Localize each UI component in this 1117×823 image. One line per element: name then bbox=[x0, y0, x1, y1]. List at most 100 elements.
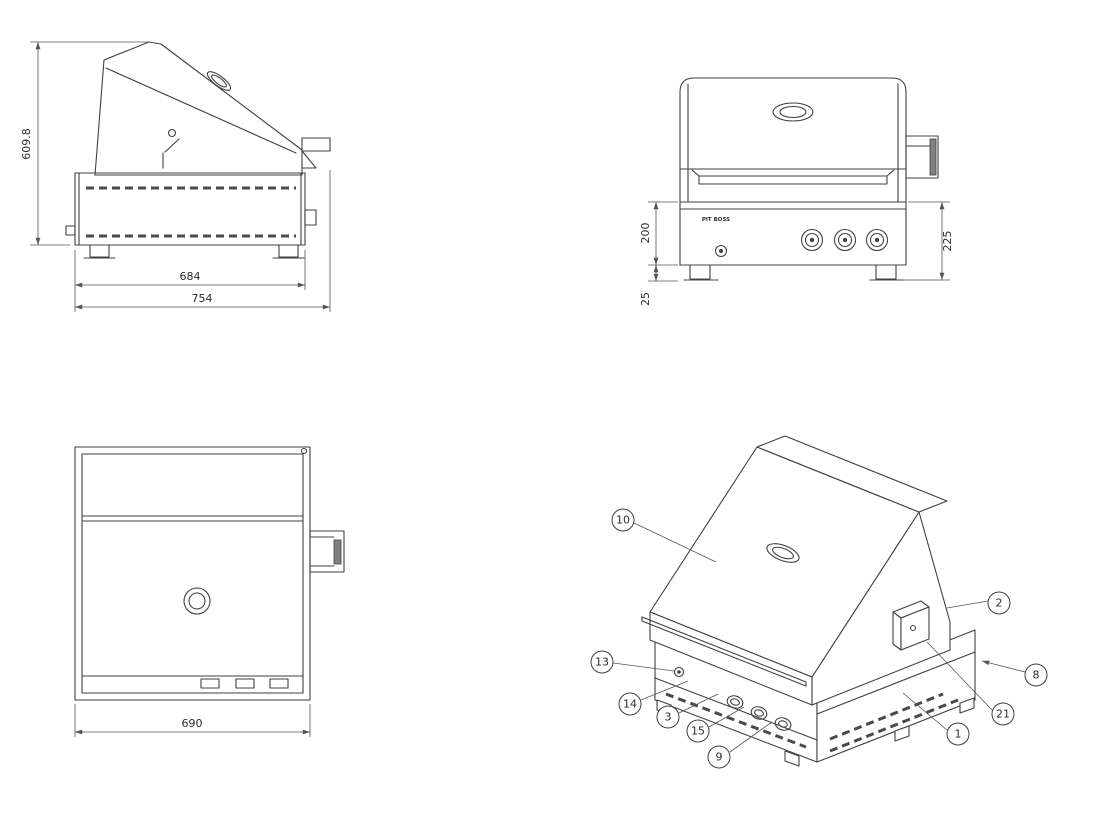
side-view-handle-bracket bbox=[301, 137, 331, 169]
front-view: PIT BOSS 200 25 bbox=[639, 77, 954, 306]
handle-bracket bbox=[301, 137, 331, 152]
dim-inner-width-label: 684 bbox=[180, 270, 201, 283]
vent-row-right-iso-1 bbox=[829, 698, 959, 753]
lid-logo-inner bbox=[779, 105, 807, 119]
lid-logo-iso bbox=[766, 543, 800, 563]
motor-button bbox=[909, 624, 917, 632]
front-view-hood bbox=[679, 77, 907, 203]
hood-cap bbox=[206, 71, 232, 91]
hood-cap-inner bbox=[211, 74, 227, 88]
burner-knob-1 bbox=[800, 228, 824, 252]
lid-logo-top-inner bbox=[188, 592, 206, 610]
callout-1: 1 bbox=[902, 692, 970, 746]
callout-10: 10 bbox=[611, 508, 717, 563]
hood-handle bbox=[698, 175, 888, 185]
callout-15-label: 15 bbox=[691, 725, 705, 738]
igniter-button-iso bbox=[673, 666, 685, 678]
callout-2-label: 2 bbox=[996, 597, 1003, 610]
top-view-panel-edge bbox=[81, 675, 304, 689]
top-view-motor-bracket bbox=[309, 530, 345, 573]
iso-callouts: 10 2 8 21 1 bbox=[590, 508, 1048, 769]
callout-21: 21 bbox=[926, 641, 1015, 726]
hood-outline bbox=[94, 41, 303, 176]
lid-logo bbox=[772, 102, 814, 122]
hood-inner-seam bbox=[105, 67, 297, 154]
brand-logo-text: PIT BOSS bbox=[702, 217, 730, 223]
igniter-button bbox=[714, 244, 728, 258]
side-view-hood bbox=[94, 41, 303, 176]
iso-hood bbox=[641, 435, 951, 706]
top-inner-outline bbox=[81, 453, 304, 694]
hood-handle-iso bbox=[641, 616, 807, 687]
hood-front-wall bbox=[649, 611, 813, 706]
dim-width-label: 690 bbox=[182, 717, 203, 730]
handle-brace bbox=[301, 150, 317, 169]
callout-13-label: 13 bbox=[595, 656, 609, 669]
side-view-dimensions: 609.8 684 754 bbox=[20, 41, 331, 312]
motor-box bbox=[905, 135, 939, 179]
hood-outline bbox=[679, 77, 907, 203]
motor-bracket-switch bbox=[333, 539, 342, 565]
dim-side-height-label: 225 bbox=[941, 231, 954, 252]
side-view: 609.8 684 754 bbox=[20, 41, 331, 312]
body-right-seam bbox=[816, 651, 976, 715]
top-view: 690 bbox=[74, 446, 345, 737]
side-view-firebox bbox=[65, 172, 317, 259]
igniter-button-center bbox=[719, 249, 723, 253]
callout-21-label: 21 bbox=[996, 708, 1010, 721]
lid-logo-iso-inner bbox=[772, 546, 794, 560]
top-view-dimensions: 690 bbox=[74, 704, 311, 737]
iso-knob-2 bbox=[750, 706, 768, 720]
front-view-dimensions: 200 25 225 bbox=[639, 201, 954, 306]
top-outline bbox=[74, 446, 311, 701]
panel-outline bbox=[679, 201, 907, 266]
callout-8-label: 8 bbox=[1033, 669, 1040, 682]
side-knob bbox=[304, 209, 317, 226]
knob-top-2 bbox=[235, 678, 255, 689]
hood-top-ridge bbox=[756, 435, 948, 513]
foot-right bbox=[278, 244, 299, 258]
iso-foot-2 bbox=[784, 750, 800, 767]
foot-left bbox=[89, 244, 110, 258]
foot-right bbox=[875, 264, 897, 280]
dim-panel-height-label: 200 bbox=[639, 223, 652, 244]
firebox-outline bbox=[74, 172, 306, 246]
front-view-control-panel: PIT BOSS bbox=[679, 201, 907, 281]
callout-3-label: 3 bbox=[665, 711, 672, 724]
callout-14-label: 14 bbox=[623, 698, 637, 711]
panel-bottom-seam bbox=[654, 677, 818, 741]
iso-knob-3 bbox=[774, 717, 792, 731]
knob-top-3 bbox=[269, 678, 289, 689]
callout-15: 15 bbox=[686, 706, 745, 743]
motor-bracket bbox=[309, 530, 345, 573]
probe-port bbox=[300, 447, 308, 455]
vent-row-right-iso-2 bbox=[829, 692, 944, 741]
iso-knob-1 bbox=[726, 695, 744, 709]
callout-9-label: 9 bbox=[716, 751, 723, 764]
burner-knob-2 bbox=[833, 228, 857, 252]
gas-valve bbox=[65, 225, 76, 236]
knob-top-1 bbox=[200, 678, 220, 689]
callout-8: 8 bbox=[981, 660, 1048, 687]
callout-14: 14 bbox=[618, 680, 689, 716]
callout-3: 3 bbox=[656, 693, 719, 729]
burner-knob-3 bbox=[865, 228, 889, 252]
vent-row-front-iso bbox=[665, 692, 807, 749]
iso-rotisserie-motor bbox=[892, 600, 930, 651]
iso-view: 10 2 8 21 1 bbox=[590, 435, 1048, 769]
motor-switch bbox=[929, 138, 937, 176]
iso-control-panel bbox=[654, 666, 959, 753]
iso-foot-3 bbox=[894, 725, 910, 742]
front-view-rotisserie-motor bbox=[905, 135, 939, 179]
callout-13: 13 bbox=[590, 650, 675, 674]
dim-outer-width-label: 754 bbox=[192, 292, 213, 305]
callout-2: 2 bbox=[946, 591, 1011, 615]
callout-9: 9 bbox=[707, 721, 773, 769]
motor-left-face bbox=[892, 611, 902, 651]
dim-foot-height-label: 25 bbox=[639, 292, 652, 306]
lid-logo-top bbox=[183, 587, 211, 615]
foot-left bbox=[689, 264, 711, 280]
iso-foot-4 bbox=[959, 697, 975, 714]
